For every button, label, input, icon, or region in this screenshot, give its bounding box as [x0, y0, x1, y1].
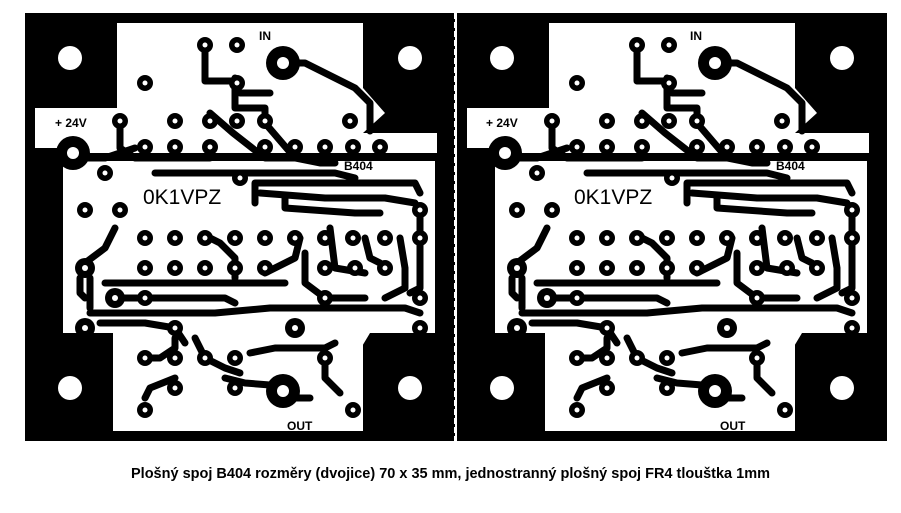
pcb-board-left	[25, 13, 455, 441]
label-out-left: OUT	[287, 419, 313, 433]
pcb-layout-diagram: IN + 24V B404 0K1VPZ OUT IN + 24V B404 0…	[0, 0, 901, 460]
pcb-board-right	[457, 13, 887, 441]
label-part-left: B404	[344, 159, 373, 173]
caption: Plošný spoj B404 rozměry (dvojice) 70 x …	[131, 466, 770, 482]
label-out-right: OUT	[720, 419, 746, 433]
label-part-right: B404	[776, 159, 805, 173]
label-power-left: + 24V	[55, 116, 87, 130]
label-author-left: 0K1VPZ	[143, 186, 221, 209]
label-in-right: IN	[690, 29, 702, 43]
label-power-right: + 24V	[486, 116, 518, 130]
label-author-right: 0K1VPZ	[574, 186, 652, 209]
label-in-left: IN	[259, 29, 271, 43]
